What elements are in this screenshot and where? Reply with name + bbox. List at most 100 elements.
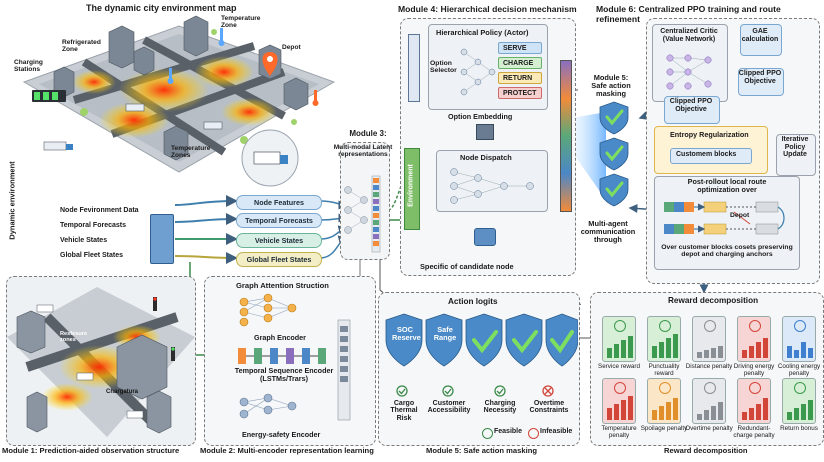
module2-title: Graph Attention Struction bbox=[236, 281, 329, 290]
constraint-overtime: Overtime Constraints bbox=[529, 400, 569, 415]
module4-title: Module 4: Hierarchical decision mechanis… bbox=[398, 4, 577, 14]
city-map bbox=[14, 12, 342, 190]
reward-bar bbox=[801, 342, 806, 358]
reward-bar bbox=[697, 414, 702, 420]
custom-blocks-box bbox=[670, 148, 752, 164]
reward-bar bbox=[652, 346, 657, 358]
multi-agent-comm-label: Multi-agent communication through bbox=[580, 219, 636, 245]
clipped-objective-1 bbox=[738, 68, 784, 96]
reward-label: Temperature penalty bbox=[601, 425, 637, 439]
graph-encoder-label: Graph Encoder bbox=[254, 333, 306, 342]
environment-label: Environment bbox=[407, 164, 415, 207]
reward-tile bbox=[647, 378, 681, 424]
node-dispatch-net bbox=[450, 168, 534, 204]
reward-caption: Reward decomposition bbox=[664, 446, 748, 455]
module2-encoders bbox=[238, 293, 351, 421]
module3-subtitle: Multi-modal Latent representations bbox=[333, 144, 393, 159]
reward-bar bbox=[794, 350, 799, 358]
reward-icon bbox=[794, 382, 806, 394]
label-temperature-zones: Temperature Zones bbox=[171, 145, 211, 159]
route-over-label: Over customer blocks cosets preserving d… bbox=[661, 244, 793, 259]
reward-icon bbox=[659, 320, 671, 332]
reward-label: Driving energy penalty bbox=[733, 363, 775, 377]
option-embedding-cube bbox=[476, 124, 494, 140]
reward-bar bbox=[787, 412, 792, 420]
reward-bar bbox=[621, 400, 626, 420]
reward-bar bbox=[628, 396, 633, 420]
reward-icon bbox=[704, 320, 716, 332]
reward-icon bbox=[614, 320, 626, 332]
feature-vehicle: Vehicle States bbox=[236, 233, 322, 248]
option-charge: CHARGE bbox=[498, 57, 542, 69]
reward-label: Redundant-charge penalty bbox=[733, 425, 775, 439]
specific-candidate-label: Specific of candidate node bbox=[420, 262, 514, 271]
infeasible-icon bbox=[528, 428, 539, 439]
reward-title: Reward decomposition bbox=[668, 296, 759, 305]
safe-range-label: Safe Range bbox=[433, 325, 457, 343]
reward-bar bbox=[787, 346, 792, 358]
feasible-label: Feasible bbox=[494, 428, 523, 435]
critic-label: Centralized Critic (Value Network) bbox=[660, 28, 718, 43]
reward-bar bbox=[742, 350, 747, 358]
module3-title: Module 3: bbox=[349, 129, 387, 138]
option-return: RETURN bbox=[498, 72, 542, 84]
policy-title: Hierarchical Policy (Actor) bbox=[436, 28, 529, 37]
label-chargatura: Chargatura bbox=[106, 389, 139, 395]
reward-bar bbox=[673, 398, 678, 420]
constraint-customer: Customer Accessibility bbox=[427, 400, 471, 415]
reward-tile bbox=[602, 378, 636, 424]
reward-label: Distance penalty bbox=[685, 363, 733, 370]
map-title: The dynamic city environment map bbox=[86, 3, 237, 13]
reward-tile bbox=[737, 378, 771, 424]
label-pressure-zones: Resfesure zones bbox=[60, 331, 88, 343]
label-temperature-zone: Temperature Zone bbox=[221, 15, 261, 29]
reward-bar bbox=[614, 344, 619, 358]
reward-bar bbox=[704, 410, 709, 420]
reward-bar bbox=[614, 404, 619, 420]
reward-label: Punctuality reward bbox=[648, 363, 680, 377]
module6-title: Module 6: Centralized PPO training and r… bbox=[596, 4, 781, 24]
reward-icon bbox=[794, 320, 806, 332]
module3-network bbox=[344, 175, 381, 253]
reward-bar bbox=[756, 342, 761, 358]
critic-box bbox=[652, 24, 728, 102]
entropy-label: Entropy Regularization bbox=[670, 130, 749, 139]
reward-bar bbox=[621, 340, 626, 358]
soc-reserve-label: SOC Reserve bbox=[392, 325, 421, 343]
reward-icon bbox=[659, 382, 671, 394]
shield-icons bbox=[599, 101, 629, 207]
input-temporal: Temporal Forecasts bbox=[60, 222, 127, 229]
reward-bar bbox=[756, 404, 761, 420]
label-refrigerated-zone: Refrigerated Zone bbox=[62, 39, 101, 53]
clipped-objective-2 bbox=[664, 96, 720, 124]
iterative-update-box bbox=[776, 134, 816, 176]
node-dispatch-label: Node Dispatch bbox=[460, 153, 512, 162]
reward-tile bbox=[692, 316, 726, 362]
clipped-objective-2-label: Clipped PPO Objective bbox=[669, 98, 713, 113]
reward-icon bbox=[749, 382, 761, 394]
energy-encoder-label: Energy-safety Encoder bbox=[242, 430, 321, 439]
input-stack-left bbox=[408, 34, 420, 102]
module1-caption: Module 1: Prediction-aided observation s… bbox=[2, 446, 180, 455]
constraint-cargo: Cargo Thermal Risk bbox=[390, 400, 418, 422]
module1-panel bbox=[6, 276, 196, 446]
reward-bar bbox=[659, 342, 664, 358]
option-selector-net bbox=[460, 48, 496, 96]
reward-bar bbox=[666, 338, 671, 358]
label-charging-stations: Charging Stations bbox=[14, 59, 43, 73]
city-map-illustration bbox=[22, 15, 336, 187]
module5-caption: Module 5: Safe action masking bbox=[426, 446, 537, 455]
action-logits-title: Action logits bbox=[448, 297, 498, 306]
reward-bar bbox=[808, 348, 813, 358]
iterative-update-label: Iterative Policy Update bbox=[781, 136, 809, 159]
action-shields bbox=[385, 313, 578, 367]
reward-icon bbox=[614, 382, 626, 394]
reward-bar bbox=[718, 402, 723, 420]
reward-bar bbox=[607, 408, 612, 420]
reward-bar bbox=[711, 406, 716, 420]
reward-tile bbox=[782, 316, 816, 362]
reward-bar bbox=[697, 352, 702, 358]
reward-bar bbox=[749, 346, 754, 358]
module2-caption: Module 2: Multi-encoder representation l… bbox=[200, 446, 374, 455]
post-rollout-box bbox=[654, 176, 800, 270]
